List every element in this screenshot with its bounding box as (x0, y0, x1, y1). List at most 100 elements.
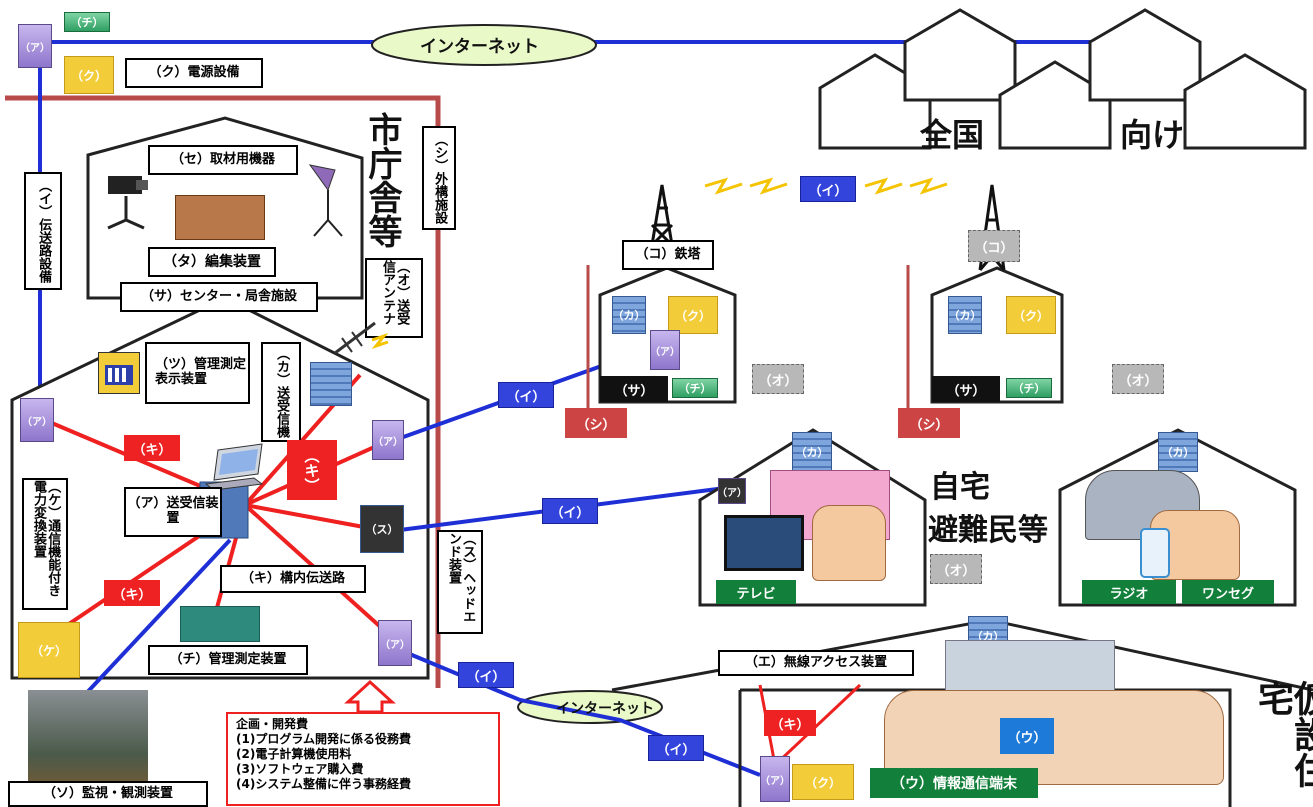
tag-text: （ク） (70, 68, 107, 83)
power-ku-1: （ク） (668, 296, 718, 334)
tag-text: （カ） (612, 309, 646, 322)
server-a-left: （ア） (20, 398, 54, 442)
tag-text: （ク） (1012, 308, 1049, 323)
tag-text: （オ） (936, 563, 976, 579)
home-title: 自宅 (930, 470, 990, 505)
label-text: （ケ）通信機能付き電力変換装置 (31, 480, 61, 597)
label-text: （ア）送受信装置 (127, 496, 219, 526)
tag-text: （オ） (758, 373, 798, 389)
tag-text: （ア） (760, 775, 790, 787)
smartphone-icon (1140, 528, 1170, 578)
transceiver-ka-home2: （カ） (1158, 432, 1198, 472)
planning-cost-box: 企画・開発費 (1)プログラム開発に係る役務費 (2)電子計算機使用料 (3)ソ… (226, 712, 500, 806)
transmission-facility-label: （イ）伝送路設備 (24, 172, 62, 290)
city-hall-boundary (5, 95, 441, 688)
nationwide-label: 全国 (920, 116, 985, 154)
plan-item: (3)ソフトウェア購入費 (236, 762, 364, 776)
tag-text: （シ） (909, 417, 949, 433)
tag-text: （カ） (948, 309, 982, 322)
tag-text: （ア） (717, 487, 747, 499)
tag-text: （オ） (1118, 373, 1158, 389)
news-equipment-label: （セ）取材用機器 (148, 145, 298, 175)
link-i-4: （イ） (648, 735, 704, 761)
terminal-label: （ウ）情報通信端末 (870, 768, 1038, 798)
headend-device-su: （ス） (360, 505, 404, 553)
tag-text: （イ） (466, 669, 506, 685)
tag-text: （シ） (576, 417, 616, 433)
for-label: 向け (1120, 116, 1185, 154)
label-text: （タ）編集装置 (163, 253, 261, 270)
city-hall-title: 市庁舎等 (362, 112, 402, 248)
tv-label: テレビ (716, 580, 796, 604)
monitor-chi-1: （チ） (672, 378, 718, 398)
mixing-console-icon (175, 195, 265, 240)
plan-item: (2)電子計算機使用料 (236, 747, 352, 761)
evacuees-title: 避難民等 (928, 513, 1048, 548)
link-ki-3: （キ） (104, 580, 160, 606)
transceiver-ka-2: （カ） (948, 296, 982, 334)
link-i-3: （イ） (458, 662, 514, 688)
tag-text: （イ） (506, 389, 546, 405)
label-text: （チ）管理測定装置 (169, 651, 287, 667)
tag-text: （ア） (20, 42, 50, 54)
tag-text: （キ） (112, 587, 152, 603)
power-converter-label: （ケ）通信機能付き電力変換装置 (22, 478, 68, 610)
tag-text: （ク） (674, 308, 711, 323)
label-text: （ソ）監視・観測装置 (42, 785, 173, 801)
link-i-1: （イ） (498, 382, 554, 408)
converter-ke: （ケ） (18, 622, 80, 678)
antenna-o-home1: （オ） (752, 364, 804, 394)
tag-text: （キ） (302, 447, 321, 493)
antenna-o-home2: （オ） (1112, 364, 1164, 394)
nationwide-houses (818, 8, 1307, 150)
station-sa-2: （サ） (932, 376, 1000, 402)
link-i-2: （イ） (542, 498, 598, 524)
tag-text: （カ） (1161, 446, 1195, 459)
label-text: （サ）センター・局舎施設 (140, 288, 297, 304)
transceiver-label: （カ）送受信機 (261, 342, 301, 442)
plan-item: (4)システム整備に伴う事務経費 (236, 777, 411, 791)
plan-title: 企画・開発費 (236, 717, 309, 731)
label-text: （ウ）情報通信端末 (891, 776, 1017, 792)
internet-cloud-top (371, 24, 597, 66)
tag-text: （ケ） (30, 643, 67, 658)
label-text: （イ）伝送路設備 (36, 179, 52, 283)
center-facility-label: （サ）センター・局舎施設 (120, 282, 318, 312)
tag-text: （イ） (808, 183, 848, 199)
internet-label-bottom: インターネット (556, 701, 654, 717)
label-text: （コ）鉄塔 (635, 246, 701, 262)
tag-text: （ア） (650, 346, 680, 358)
label-text: ワンセグ (1201, 586, 1254, 602)
tag-text: （サ） (946, 383, 986, 399)
tag-text: （ア） (380, 639, 410, 651)
internet-cloud-bottom (517, 690, 663, 724)
measurement-label: （チ）管理測定装置 (148, 645, 308, 675)
power-label: （ク）電源設備 (125, 58, 263, 88)
exterior-shi-2: （シ） (898, 408, 960, 438)
temporary-housing-photo (945, 640, 1115, 695)
oneseg-label: ワンセグ (1182, 580, 1274, 604)
tower-lattice-1 (650, 184, 674, 247)
studio-light-icon (300, 160, 350, 240)
wireless-access-label: （エ）無線アクセス装置 (718, 650, 914, 676)
server-a-top: （ア） (18, 24, 52, 68)
tower-ko-2: （コ） (968, 230, 1020, 262)
transceiver-ka-home1: （カ） (792, 432, 832, 472)
tag-text: （キ） (770, 717, 810, 733)
station-sa-1: （サ） (600, 376, 668, 402)
laptop-computer-icon (190, 440, 270, 540)
monitoring-label: （ソ）監視・観測装置 (8, 781, 208, 807)
tag-text: （ア） (22, 416, 52, 428)
monitoring-unit-chi: （チ） (64, 12, 110, 32)
plan-arrow (344, 679, 396, 714)
label-text: （オ）送受信アンテナ (380, 260, 410, 325)
video-camera-icon (96, 170, 156, 230)
label-text: （エ）無線アクセス装置 (744, 654, 888, 670)
family-illustration (812, 505, 886, 581)
temp-housing-walls (738, 688, 1232, 807)
label-text: （ス）ヘッドエンド装置 (446, 532, 476, 623)
editing-label: （タ）編集装置 (148, 247, 276, 277)
server-a-temp: （ア） (760, 756, 790, 802)
tag-text: （サ） (614, 383, 654, 399)
headend-label: （ス）ヘッドエンド装置 (437, 530, 483, 634)
